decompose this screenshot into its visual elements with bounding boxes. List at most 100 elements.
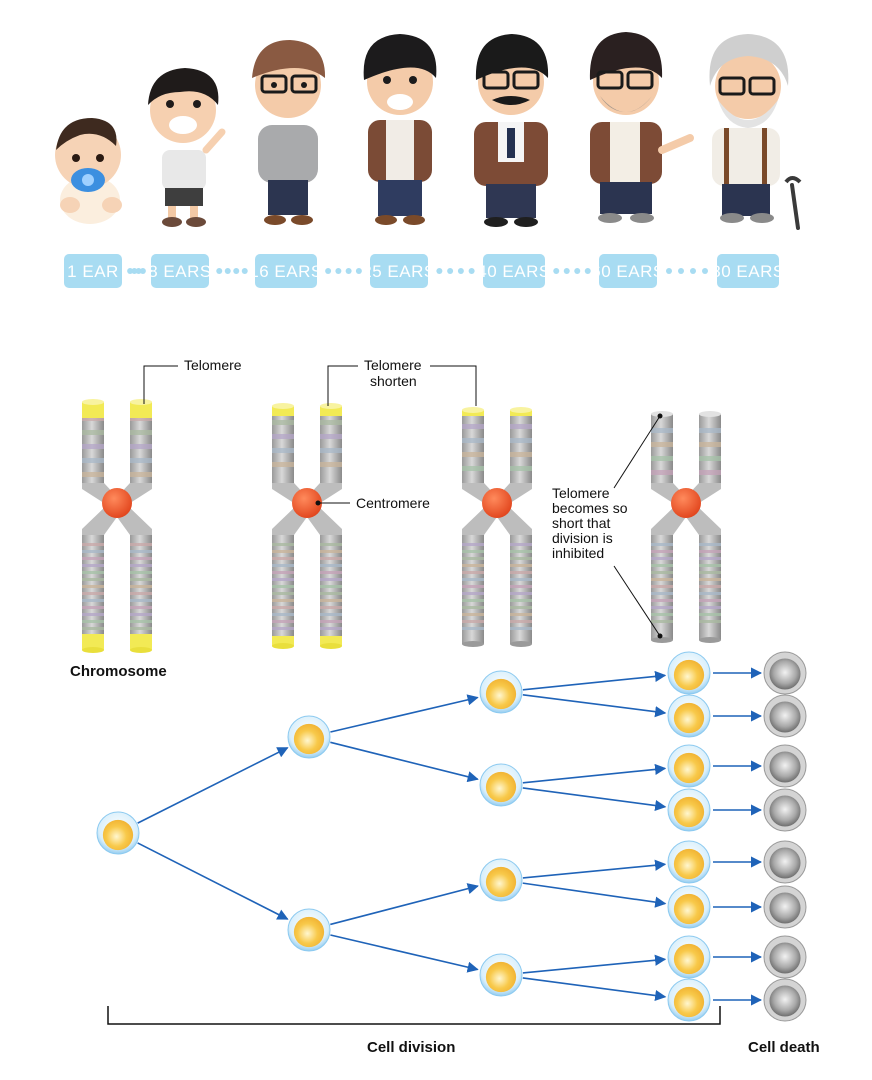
age-badge-label: 25 EARS — [362, 262, 435, 281]
cell-nucleus — [673, 659, 705, 691]
age-badge — [370, 254, 428, 288]
telomere-bottom — [82, 634, 104, 650]
person-child-illustration — [148, 68, 226, 227]
chromosome-band — [130, 627, 152, 630]
timeline-dot — [224, 268, 231, 274]
chromosome-sequence — [82, 399, 721, 653]
cell-nucleus — [673, 943, 705, 975]
timeline-dot — [127, 268, 134, 274]
timeline-dot — [436, 268, 443, 274]
chromosome-band — [82, 606, 104, 609]
chromosome-band — [82, 543, 104, 546]
chromosome-band — [82, 627, 104, 630]
chromosome-band — [320, 613, 342, 616]
timeline-dot — [468, 268, 475, 274]
chromosome-band — [651, 428, 673, 433]
chromosome-band — [130, 592, 152, 595]
dead-cell-core — [769, 658, 801, 690]
telomere-top — [130, 402, 152, 418]
centromere — [292, 488, 322, 518]
chromosome-band — [320, 564, 342, 567]
chromosome-band — [510, 550, 532, 553]
timeline-dot — [139, 268, 146, 274]
chromosome-band — [130, 564, 152, 567]
chromosome-band — [272, 557, 294, 560]
division-arrow — [522, 763, 667, 784]
chromosome-band — [462, 606, 484, 609]
chromosome-band — [130, 606, 152, 609]
chromosome-band — [651, 613, 673, 616]
dead-cell — [763, 840, 807, 884]
age-badge-label: 60 EARS — [591, 262, 664, 281]
dead-cell-core — [769, 985, 801, 1017]
centromere-pointer-dot — [315, 500, 321, 506]
chromatid-end — [462, 641, 484, 647]
chromosome-band — [462, 466, 484, 471]
age-badge — [599, 254, 657, 288]
chromosome-band — [130, 599, 152, 602]
dividing-cell — [287, 908, 331, 952]
dead-cell-core — [769, 751, 801, 783]
chromosome-band — [272, 448, 294, 453]
age-badge-label: 8 EARS — [148, 262, 211, 281]
cells — [96, 651, 807, 1022]
chromatid-end — [272, 643, 294, 649]
timeline-dot — [135, 268, 142, 274]
chromosome-band — [651, 585, 673, 588]
inhibited-pointer-dot-top — [657, 413, 663, 419]
chromosome-band — [510, 424, 532, 429]
chromosome-band — [510, 452, 532, 457]
chromosome-band — [462, 613, 484, 616]
cell-nucleus — [102, 819, 134, 851]
chromosome-band — [130, 550, 152, 553]
chromosome-band — [462, 592, 484, 595]
dividing-cell — [96, 811, 140, 855]
inhibited-leader-line-top — [613, 415, 661, 489]
inhibited-label-line2: becomes so — [552, 500, 628, 516]
chromosome-band — [699, 557, 721, 560]
dividing-cell — [667, 651, 711, 695]
chromosome-band — [272, 434, 294, 439]
chromosome-band — [82, 557, 104, 560]
telomere-shorten-leader-line-right — [430, 365, 477, 406]
person-baby-illustration — [55, 118, 122, 224]
chromosome-band — [510, 613, 532, 616]
cell-death-label: Cell death — [748, 1039, 820, 1056]
timeline-dot — [131, 268, 138, 274]
cell-nucleus — [673, 702, 705, 734]
chromosome-band — [651, 571, 673, 574]
chromosome-band — [272, 578, 294, 581]
telomere-bottom — [130, 634, 152, 650]
chromosome-band — [272, 627, 294, 630]
chromatid-upper-arm — [82, 402, 104, 485]
cell-nucleus — [673, 796, 705, 828]
chromosome-band — [320, 606, 342, 609]
age-badge — [64, 254, 122, 288]
cell-nucleus — [673, 986, 705, 1018]
chromosome-band — [462, 557, 484, 560]
centromere — [671, 488, 701, 518]
telomere-cap — [130, 399, 152, 405]
cell-nucleus — [485, 678, 517, 710]
person-elderly-illustration — [709, 34, 802, 230]
cell-nucleus — [485, 771, 517, 803]
chromosome-band — [510, 438, 532, 443]
chromatid-cap — [699, 411, 721, 417]
age-badge-label: 40 EARS — [477, 262, 550, 281]
division-arrow — [330, 694, 479, 733]
dead-cell-core — [769, 795, 801, 827]
age-badge — [717, 254, 779, 288]
chromosome-band — [320, 420, 342, 425]
chromosome-band — [510, 606, 532, 609]
chromosome-band — [272, 592, 294, 595]
chromosome-label: Chromosome — [70, 663, 167, 680]
chromosome-band — [130, 571, 152, 574]
chromatid-upper-arm — [272, 406, 294, 485]
division-arrow — [522, 859, 667, 879]
chromosome-band — [699, 550, 721, 553]
chromosome-band — [272, 420, 294, 425]
telomere-cap — [272, 403, 294, 409]
dividing-cell — [667, 788, 711, 832]
inhibited-leader-line-bottom — [613, 565, 661, 637]
chromosome-band — [699, 564, 721, 567]
